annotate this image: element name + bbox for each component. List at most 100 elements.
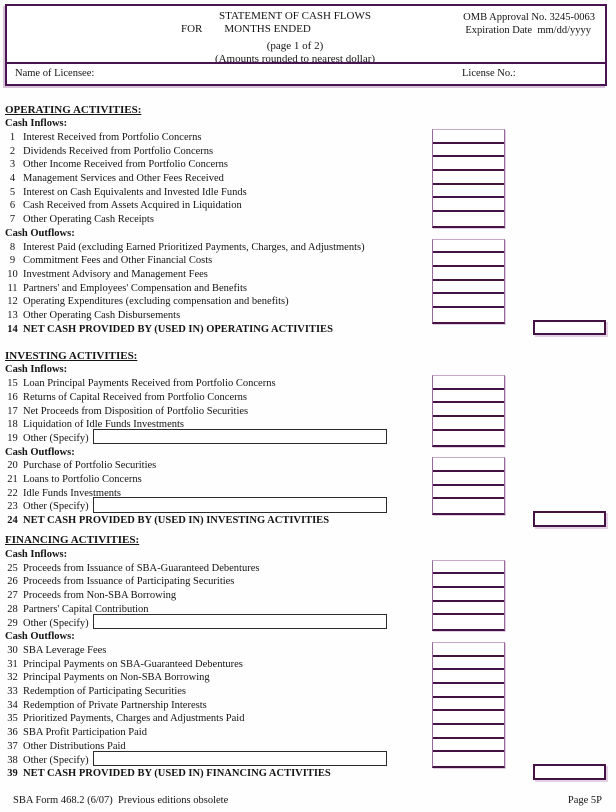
item-number: 36 <box>7 727 18 739</box>
item-number: 30 <box>7 644 18 656</box>
specify-input-item-29[interactable] <box>93 613 387 629</box>
item-number: 9 <box>9 255 16 267</box>
amount-input-item-21[interactable] <box>433 471 504 486</box>
page-note: (page 1 of 2) <box>266 40 324 52</box>
amount-box-stack-investing-inflows <box>432 375 505 447</box>
amount-input-item-27[interactable] <box>433 588 504 602</box>
amount-input-item-7[interactable] <box>433 212 504 226</box>
amount-input-item-1[interactable] <box>433 129 504 144</box>
item-number: 35 <box>7 713 18 725</box>
item-number: 19 <box>7 432 18 444</box>
amount-input-item-8[interactable] <box>433 239 504 254</box>
amount-input-item-13[interactable] <box>433 307 504 322</box>
item-label: Other Operating Cash Disbursements <box>23 310 181 321</box>
item-number: 2 <box>9 145 16 157</box>
amount-input-item-22[interactable] <box>433 485 504 500</box>
item-number: 17 <box>7 405 18 417</box>
financing-cash-inflows-subhead: Cash Inflows: <box>5 549 68 560</box>
item-label: Idle Funds Investments <box>23 487 121 499</box>
expiration-date: Expiration Date mm/dd/yyyy <box>465 25 591 36</box>
net-amount-input-item-39[interactable] <box>533 764 606 780</box>
item-number: 15 <box>7 378 18 390</box>
omb-approval: OMB Approval No. 3245-0063 <box>463 12 595 23</box>
amount-input-item-28[interactable] <box>433 601 504 616</box>
amount-input-item-23[interactable] <box>433 499 504 514</box>
section-title-operating: OPERATING ACTIVITIES: <box>5 103 142 116</box>
item-label: Dividends Received from Portfolio Concer… <box>23 145 214 157</box>
item-label: Proceeds from Issuance of SBA-Guaranteed… <box>23 562 260 574</box>
amount-input-item-31[interactable] <box>433 656 504 671</box>
amount-box-stack-operating-inflows <box>432 128 505 228</box>
item-number: 24 <box>7 515 18 527</box>
amount-input-item-12[interactable] <box>433 294 504 308</box>
amount-input-item-4[interactable] <box>433 170 504 185</box>
amount-input-item-18[interactable] <box>433 417 504 431</box>
item-label: Other Distributions Paid <box>23 740 126 752</box>
amount-input-item-5[interactable] <box>433 184 504 199</box>
item-label: Loan Principal Payments Received from Po… <box>23 378 276 390</box>
amount-input-item-10[interactable] <box>433 266 504 281</box>
amount-input-item-16[interactable] <box>433 389 504 404</box>
amount-input-item-35[interactable] <box>433 711 504 726</box>
item-number: 4 <box>9 173 16 184</box>
form-row-item-15: 15 Loan Principal Payments Received from … <box>0 377 616 391</box>
item-label: Interest Paid (excluding Earned Prioriti… <box>23 241 365 253</box>
specify-input-item-23[interactable] <box>93 497 387 513</box>
amount-box-stack-financing-outflows <box>432 641 505 769</box>
amount-input-item-15[interactable] <box>433 376 504 390</box>
investing-cash-outflows-subhead: Cash Outflows: <box>5 446 75 458</box>
item-number: 28 <box>7 603 18 615</box>
amount-input-item-2[interactable] <box>433 143 504 158</box>
item-number: 32 <box>7 672 18 684</box>
amount-input-item-11[interactable] <box>433 280 504 295</box>
licensee-row: Name of Licensee: License No.: <box>7 62 605 84</box>
amount-input-item-34[interactable] <box>433 697 504 712</box>
amount-input-item-20[interactable] <box>433 458 504 472</box>
amount-input-item-25[interactable] <box>433 560 504 575</box>
net-amount-input-item-24[interactable] <box>533 511 606 527</box>
amount-input-item-37[interactable] <box>433 738 504 753</box>
net-amount-input-item-14[interactable] <box>533 319 606 336</box>
item-label: Proceeds from Issuance of Participating … <box>23 576 235 588</box>
item-number: 29 <box>7 617 18 629</box>
net-cash-label: NET CASH PROVIDED BY (USED IN) FINANCING… <box>23 768 331 780</box>
amount-input-item-30[interactable] <box>433 642 504 657</box>
amount-input-item-32[interactable] <box>433 670 504 684</box>
item-number: 1 <box>9 131 16 143</box>
item-number: 38 <box>7 754 18 766</box>
item-label: Purchase of Portfolio Securities <box>23 460 157 472</box>
amount-input-item-9[interactable] <box>433 253 504 267</box>
specify-input-item-19[interactable] <box>93 428 387 445</box>
amount-input-item-29[interactable] <box>433 615 504 630</box>
amount-input-item-19[interactable] <box>433 430 504 445</box>
item-number: 16 <box>7 391 18 403</box>
amount-input-item-36[interactable] <box>433 725 504 739</box>
license-no-label: License No.: <box>462 68 516 79</box>
amount-input-item-33[interactable] <box>433 683 504 698</box>
amount-input-item-17[interactable] <box>433 403 504 418</box>
amount-input-item-26[interactable] <box>433 574 504 589</box>
specify-input-item-38[interactable] <box>93 750 387 766</box>
item-number: 13 <box>7 310 18 321</box>
amount-input-item-6[interactable] <box>433 198 504 213</box>
amount-input-item-38[interactable] <box>433 752 504 767</box>
item-label: Net Proceeds from Disposition of Portfol… <box>23 405 249 417</box>
months-ended-label: MONTHS ENDED <box>224 22 311 35</box>
amount-input-item-3[interactable] <box>433 157 504 171</box>
